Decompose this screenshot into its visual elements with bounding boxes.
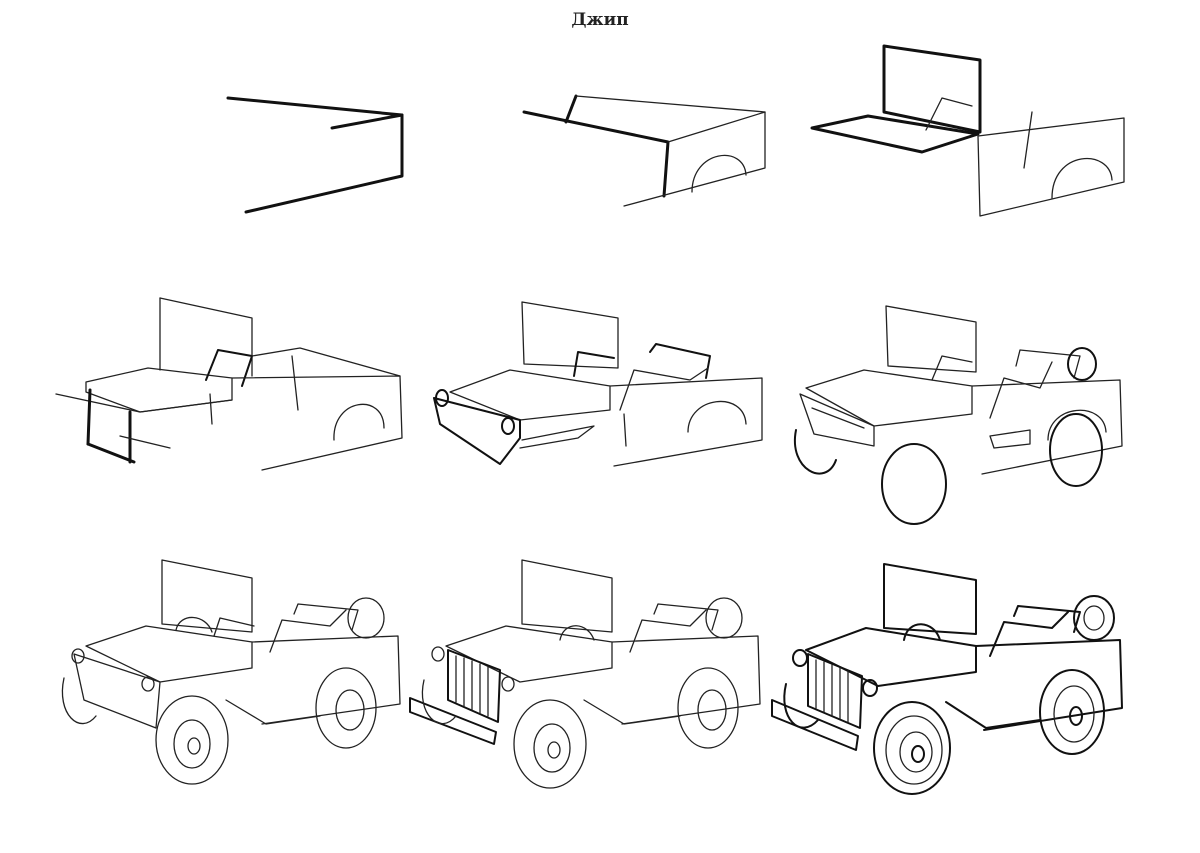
step-1-drawing (226, 96, 404, 214)
step-2-drawing (522, 94, 766, 207)
step-5-drawing (433, 301, 763, 467)
step-3-drawing (810, 44, 1125, 217)
step-4-drawing (55, 297, 403, 471)
step-6-drawing (793, 305, 1123, 525)
step-8-drawing (409, 559, 761, 789)
step-9-drawing (771, 563, 1123, 795)
step-7-drawing (61, 559, 401, 785)
page-title: Джип (571, 10, 629, 30)
